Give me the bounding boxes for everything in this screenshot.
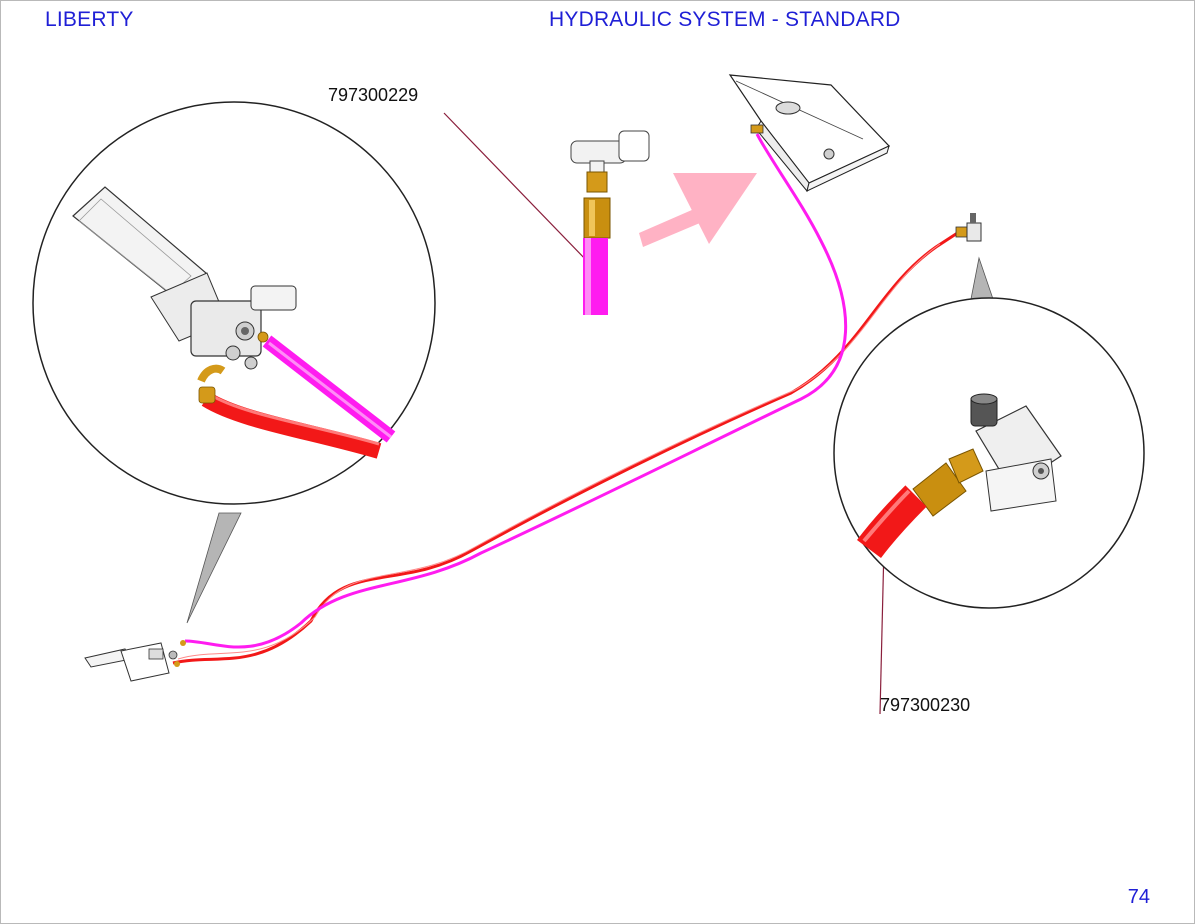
brand-title: LIBERTY [45,8,134,31]
leader-line-797300230 [879,545,885,715]
page-title: HYDRAULIC SYSTEM - STANDARD [549,8,901,31]
master-cylinder-detail [32,101,436,505]
brake-pedal-icon [84,640,186,682]
caliper-valve-icon [955,213,982,242]
reservoir-tank-icon [728,74,891,193]
callout-pointer-right [970,256,994,300]
red-hose-long [172,230,960,665]
direction-arrow-icon [639,173,757,247]
part-number-797300230: 797300230 [880,695,971,715]
hose-fitting-icon [570,130,650,315]
master-cylinder-icon [190,300,262,357]
red-hose-highlight [177,243,941,660]
leader-line-797300229 [443,112,590,264]
part-number-797300229: 797300229 [328,85,419,105]
magenta-hose-long [184,133,848,649]
page-number: 74 [1127,886,1150,908]
callout-pointer-left [186,512,242,624]
caliper-detail [833,297,1145,609]
